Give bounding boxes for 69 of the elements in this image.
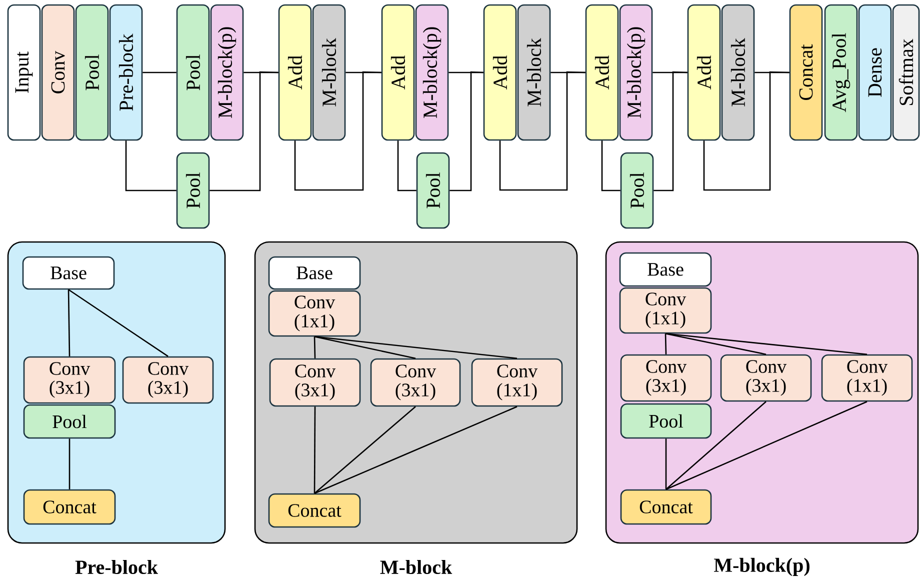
connector-line [666,401,868,490]
layer-box: Conv (3x1) [23,356,116,404]
layer-box: Conv (3x1) [370,358,461,407]
connector-line [314,406,416,494]
layer-box: Conv (1x1) [268,290,361,337]
connector-line [450,71,484,192]
layer-box: Conv (1x1) [821,354,913,402]
connector-line [550,72,586,74]
connector-line [314,406,316,494]
connector-line [754,72,790,74]
connector-line [68,438,70,490]
connector-line [68,290,70,356]
layer-box: Input [7,4,41,141]
layer-box: Base [619,252,712,287]
layer-box: Pool [176,4,210,141]
layer-box: M-block [312,4,346,141]
connector-line [654,71,688,192]
layer-box: Softmax [892,4,920,141]
layer-box: Concat [268,493,361,528]
layer-box: Conv [41,4,75,141]
connector-line [314,336,416,359]
layer-box: Pool [620,152,654,229]
layer-box: Conv (3x1) [720,354,812,402]
connector-line [664,334,667,354]
connector-line [314,336,316,358]
panel-title: Pre-block [75,560,158,574]
layer-box: Conv (1x1) [619,287,712,334]
layer-box: Conv (3x1) [269,358,361,407]
layer-box: Add [278,4,312,141]
connector-line [346,72,382,74]
layer-box: Base [268,256,361,290]
layer-box: Conv (3x1) [620,354,712,402]
layer-box: Pool [75,4,109,141]
layer-box: M-block(p) [415,4,449,141]
layer-box: M-block(p) [619,4,653,141]
connector-line [314,336,518,359]
connector-line [210,71,278,192]
layer-box: Add [585,4,619,141]
connector-line [125,140,176,192]
connector-line [68,289,168,357]
layer-box: Avg_Pool [824,4,858,141]
layer-box: M-block [721,4,755,141]
connector-line [665,333,868,355]
connector-line [397,140,416,192]
connector-line [665,438,667,490]
layer-box: Pre-block [109,4,143,141]
layer-box: Pool [620,403,712,439]
layer-box: Dense [858,4,892,141]
layer-box: Pool [176,152,210,229]
layer-box: Concat [23,489,116,525]
layer-box: Pool [23,404,116,439]
layer-box: Base [22,256,115,290]
layer-box: Add [687,4,721,141]
connector-line [666,401,766,490]
layer-box: Add [483,4,517,141]
layer-box: Concat [789,4,823,141]
connector-line [665,333,766,355]
layer-box: Add [381,4,415,141]
connector-line [142,72,176,74]
layer-box: Pool [416,152,450,229]
connector-line [601,140,620,192]
panel-title: M-block(p) [714,558,810,576]
layer-box: Concat [620,489,712,525]
connector-line [314,406,518,494]
layer-box: M-block(p) [210,4,244,141]
layer-box: M-block [517,4,551,141]
panel-title: M-block [380,560,452,574]
layer-box: Conv (1x1) [471,358,563,407]
layer-box: Conv (3x1) [122,356,214,404]
